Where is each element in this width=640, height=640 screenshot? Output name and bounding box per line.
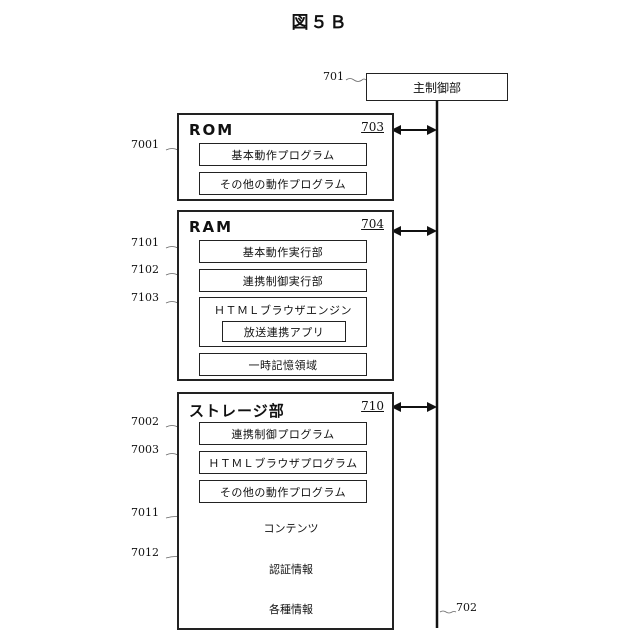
ref-710: 710 [361,399,384,413]
storage-item-html-program: ＨＴＭＬブラウザプログラム [199,451,367,474]
ram-item-broadcast-app: 放送連携アプリ [222,321,346,342]
figure-title: 図５Ｂ [0,8,640,33]
ram-item-html-engine: ＨＴＭＬブラウザエンジン 放送連携アプリ [199,297,367,347]
ram-item-basic-exec-label: 基本動作実行部 [243,244,324,260]
database-misc-label: 各種情報 [241,601,341,617]
rom-item-basic-program: 基本動作プログラム [199,143,367,166]
storage-item-link-program: 連携制御プログラム [199,422,367,445]
ref-7012: 7012 [131,546,159,559]
ref-702: 702 [456,601,477,614]
ref-7001: 7001 [131,138,159,151]
ram-item-link-exec-label: 連携制御実行部 [243,273,324,289]
ram-title: RAM [189,218,233,236]
storage-item-link-program-label: 連携制御プログラム [231,426,334,442]
ram-item-broadcast-app-label: 放送連携アプリ [244,324,325,340]
leader-702 [440,611,456,613]
main-control-box: 主制御部 [366,73,508,101]
ram-item-temp-storage-label: 一時記憶領域 [249,357,318,373]
ram-item-html-engine-label: ＨＴＭＬブラウザエンジン [214,302,352,318]
ref-7003: 7003 [131,443,159,456]
ref-7002: 7002 [131,415,159,428]
database-auth-label: 認証情報 [241,561,341,577]
rom-item-other-program: その他の動作プログラム [199,172,367,195]
storage-block: ストレージ部 710 連携制御プログラム ＨＴＭＬブラウザプログラム その他の動… [177,392,394,630]
storage-item-html-program-label: ＨＴＭＬブラウザプログラム [208,455,357,471]
rom-title: ROM [189,121,234,139]
ref-704: 704 [361,217,384,231]
ram-item-basic-exec: 基本動作実行部 [199,240,367,263]
ram-item-temp-storage: 一時記憶領域 [199,353,367,376]
storage-title: ストレージ部 [189,400,285,421]
ref-701: 701 [323,70,344,83]
rom-block: ROM 703 基本動作プログラム その他の動作プログラム [177,113,394,201]
ram-item-link-exec: 連携制御実行部 [199,269,367,292]
database-contents-label: コンテンツ [241,520,341,536]
rom-item-basic-program-label: 基本動作プログラム [231,147,334,163]
ref-7102: 7102 [131,263,159,276]
ref-703: 703 [361,120,384,134]
ref-7011: 7011 [131,506,159,519]
leader-701 [346,79,366,82]
ref-7103: 7103 [131,291,159,304]
ref-7101: 7101 [131,236,159,249]
storage-item-other-program: その他の動作プログラム [199,480,367,503]
storage-item-other-program-label: その他の動作プログラム [220,484,346,500]
rom-item-other-program-label: その他の動作プログラム [220,176,346,192]
main-control-label: 主制御部 [413,79,461,96]
ram-block: RAM 704 基本動作実行部 連携制御実行部 ＨＴＭＬブラウザエンジン 放送連… [177,210,394,381]
